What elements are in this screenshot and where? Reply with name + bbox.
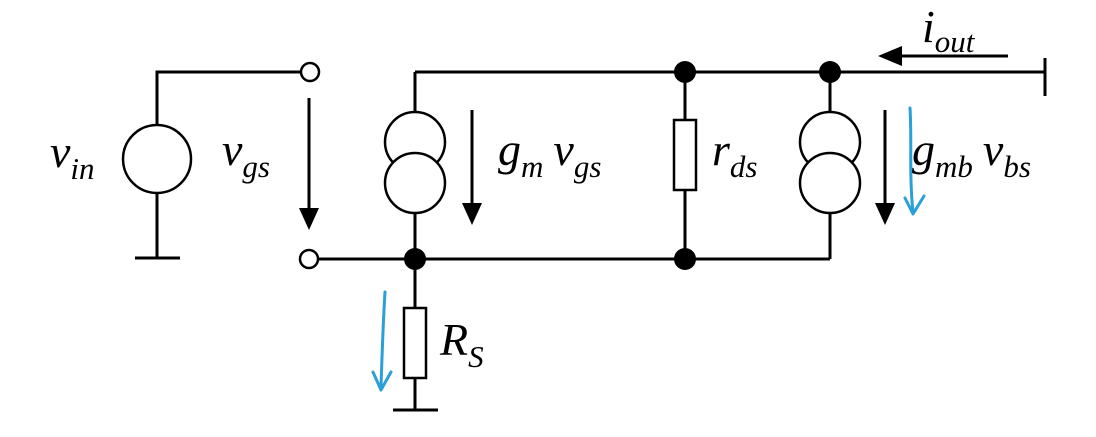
blue-arrow-head-right	[903, 194, 926, 216]
circuit-rails	[318, 58, 1047, 261]
source-terminal	[298, 248, 320, 270]
rs-resistor	[393, 259, 438, 412]
junctions	[404, 61, 841, 270]
label-vin: vin	[50, 126, 95, 186]
handwritten-annotations	[371, 106, 926, 392]
gate-terminal	[299, 61, 321, 83]
gm-arrow-head	[462, 203, 482, 225]
blue-arrow-head-left	[371, 370, 393, 392]
gmb-arrow-head	[875, 203, 895, 225]
gm-current-source	[383, 72, 482, 259]
gmb-source-circle-bottom	[798, 151, 862, 215]
junction-dot	[674, 61, 696, 83]
iout-arrow-head	[878, 46, 902, 66]
rs-body	[402, 306, 428, 380]
blue-arrow-shaft-left	[379, 290, 387, 389]
rds-resistor	[672, 72, 698, 259]
gm-source-circle-bottom	[383, 151, 447, 215]
label-rs: RS	[439, 314, 484, 374]
junction-dot	[819, 61, 841, 83]
rds-body	[672, 118, 698, 192]
input-branch	[121, 70, 310, 260]
label-rds: rds	[712, 124, 757, 184]
input-top-wire	[155, 70, 310, 125]
gate-source-port	[298, 61, 321, 270]
vgs-arrow-head	[299, 208, 319, 230]
junction-dot	[404, 248, 426, 270]
label-vgs: vgs	[222, 124, 270, 184]
gmb-current-source	[798, 72, 895, 259]
junction-dot	[674, 248, 696, 270]
label-iout: iout	[922, 1, 976, 59]
iout-arrow	[878, 46, 1008, 66]
blue-arrow-shaft-right	[908, 106, 915, 214]
input-voltage-source	[121, 123, 193, 195]
